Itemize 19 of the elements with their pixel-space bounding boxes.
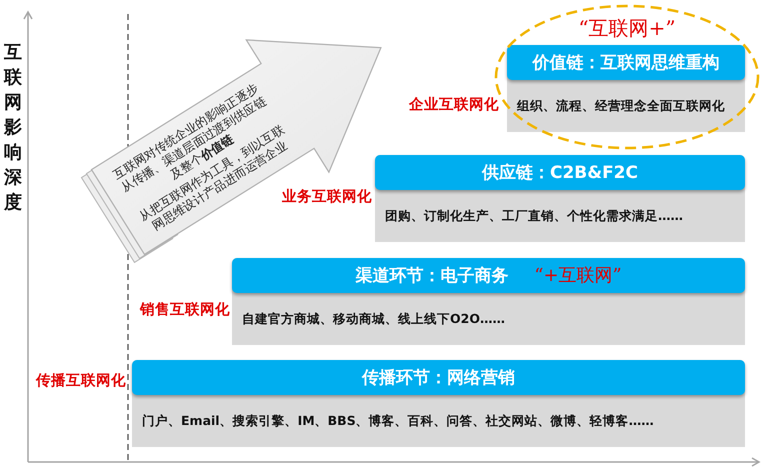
header-title: 价值链：互联网思维重构 — [532, 52, 720, 72]
stage-label: 业务互联网化 — [282, 188, 372, 206]
step-card — [232, 258, 745, 345]
ellipse-title: “互联网+” — [578, 16, 676, 40]
step-card — [507, 45, 745, 132]
stage-label: 传播互联网化 — [36, 372, 126, 390]
header-title: 渠道环节：电子商务 — [355, 266, 508, 286]
step-text: 组织、流程、经营理念全面互联网化 — [517, 98, 725, 114]
stage-label: 企业互联网化 — [409, 96, 499, 114]
header-title: 传播环节：网络营销 — [362, 368, 515, 388]
tag-text: “+互联网” — [534, 264, 622, 286]
axis-title: 互联网影响深度 — [4, 41, 22, 215]
step-text: 团购、订制化生产、工厂直销、个性化需求满足…… — [385, 208, 683, 224]
step-text: 自建官方商城、移动商城、线上线下O2O…… — [242, 311, 505, 327]
header-title: 供应链：C2B&F2C — [482, 162, 638, 182]
step-text: 门户、Email、搜索引擎、IM、BBS、博客、百科、问答、社交网站、微博、轻博客…… — [142, 413, 654, 429]
step-card — [375, 155, 745, 242]
step-card — [132, 360, 745, 447]
stage-label: 销售互联网化 — [140, 301, 230, 319]
